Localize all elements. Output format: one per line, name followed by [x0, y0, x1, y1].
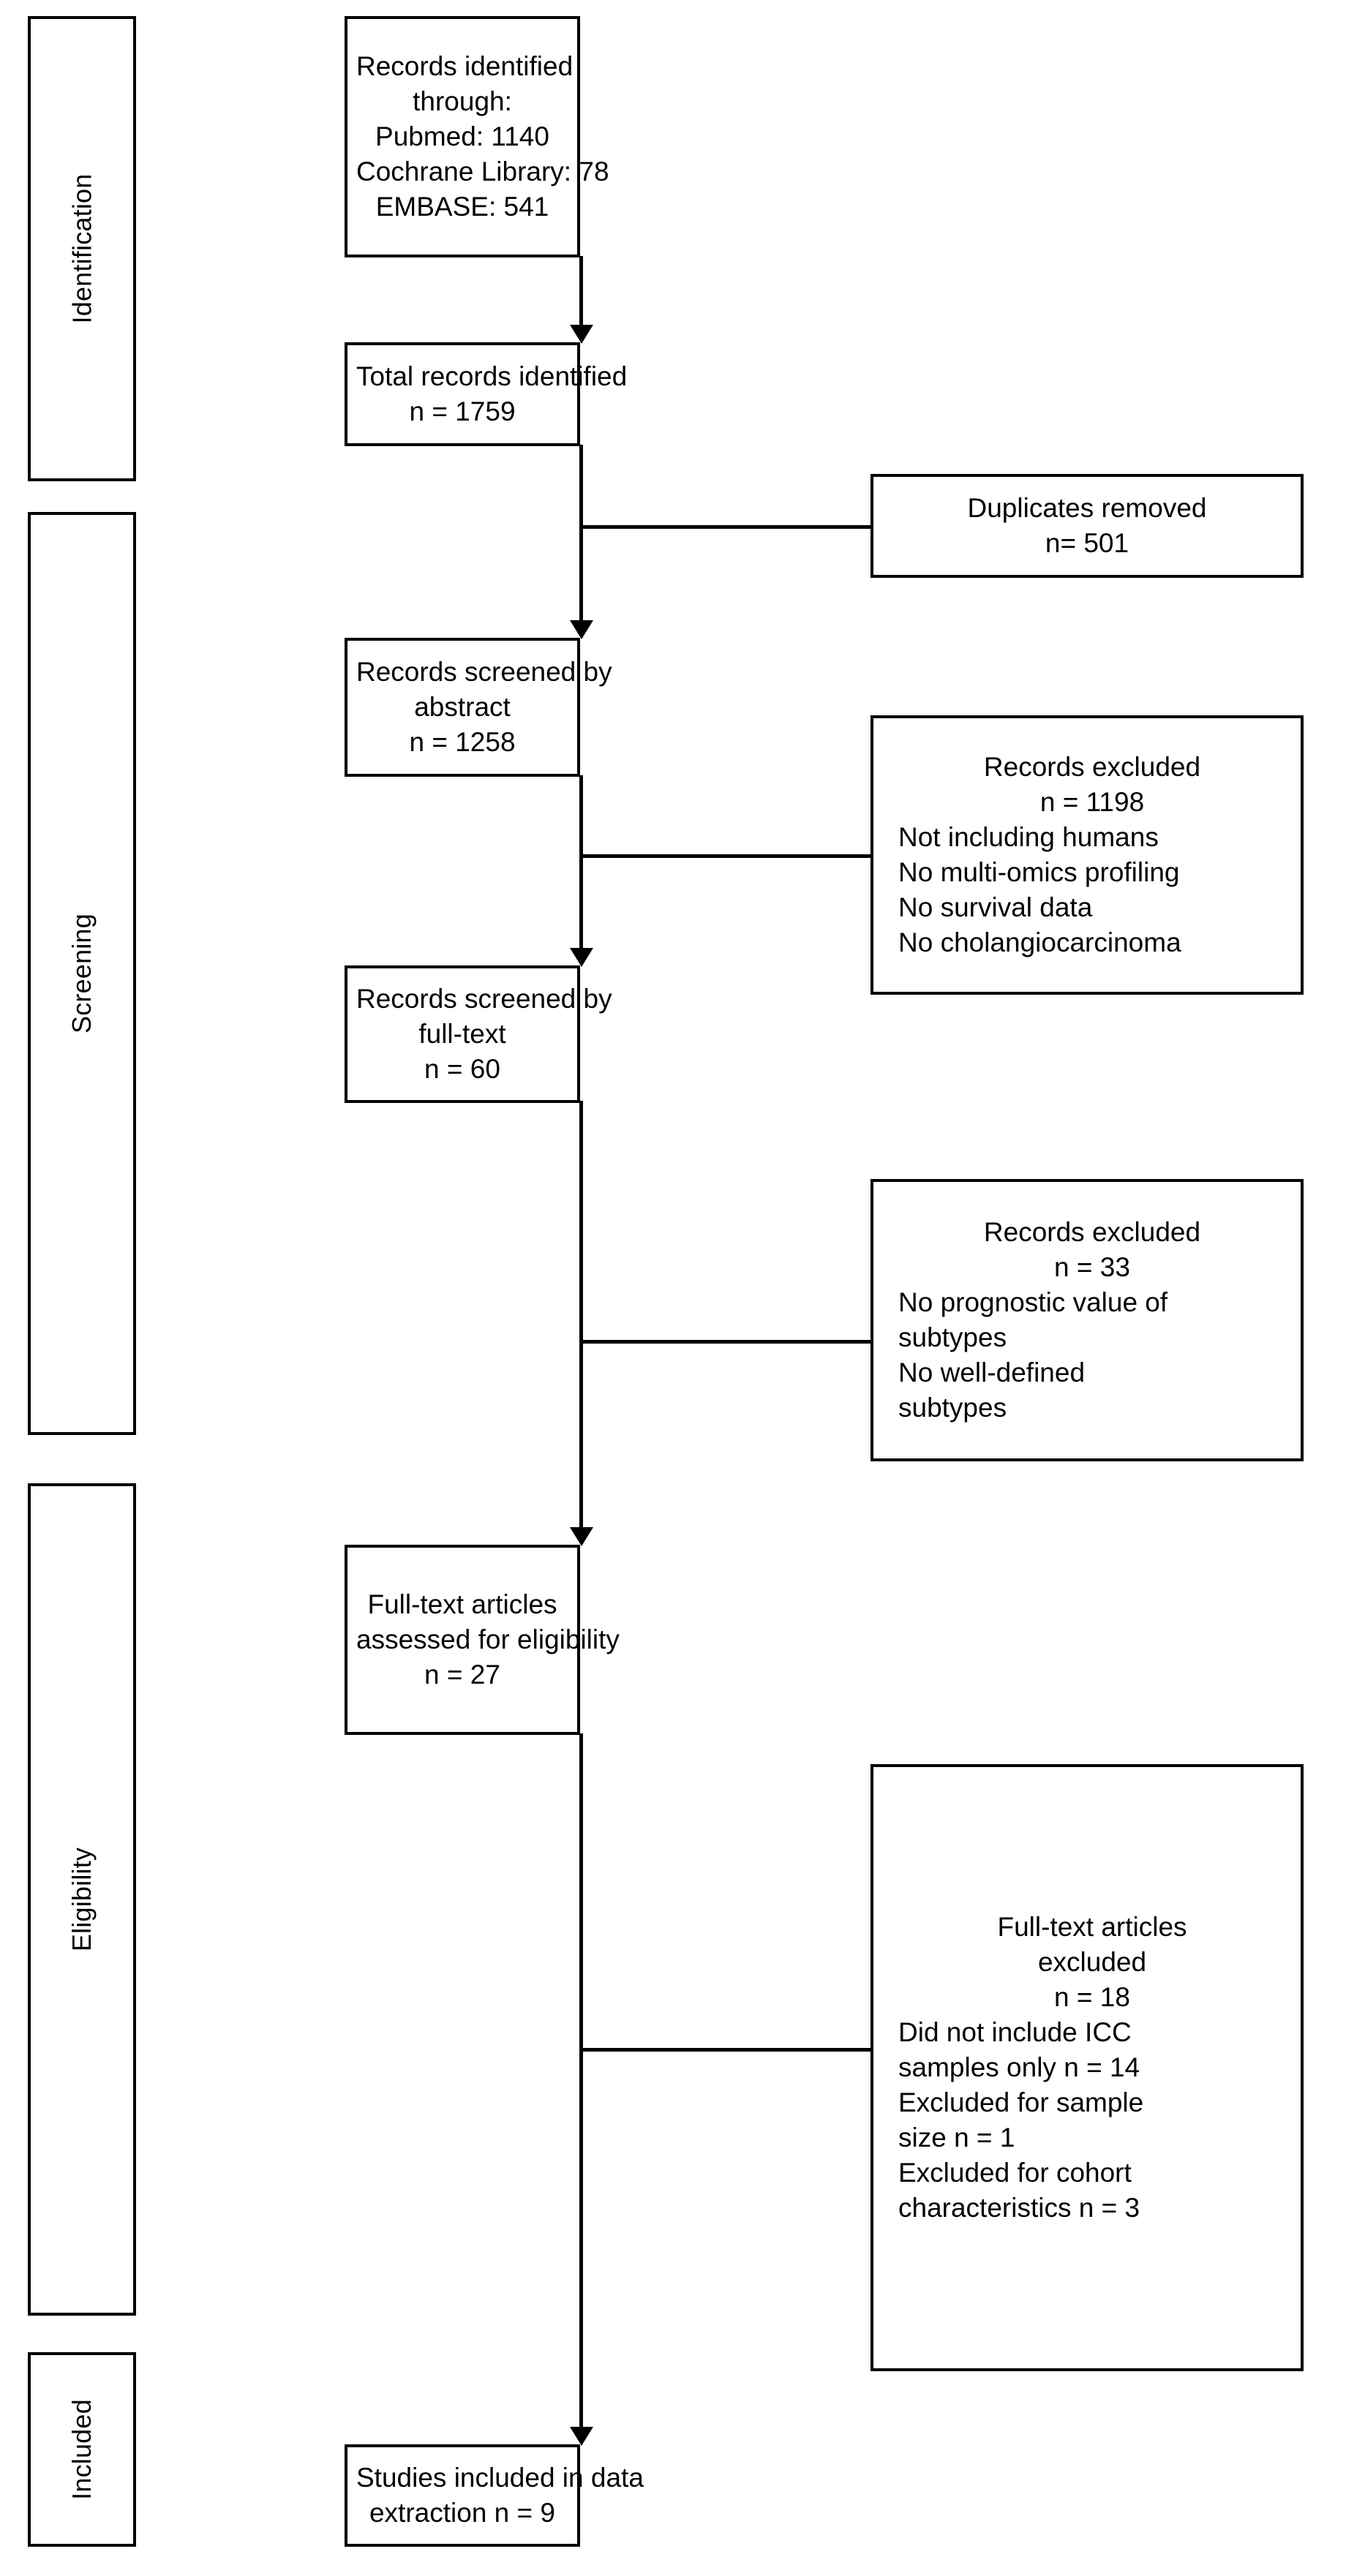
connector-abstract-to-excluded: [579, 854, 947, 858]
box-excluded-fulltext-screen: Records excluded n = 33 No prognostic va…: [870, 1179, 1304, 1461]
line: Full-text articles: [367, 1589, 557, 1619]
box-duplicates-removed: Duplicates removed n= 501: [870, 474, 1304, 578]
box-studies-included: Studies included in data extraction n = …: [345, 2444, 644, 2547]
line: Duplicates removed: [967, 492, 1207, 523]
stage-eligibility: Eligibility: [28, 1483, 136, 2316]
line: n = 1759: [409, 396, 516, 426]
box-total-records-lines: Total records identified n = 1759: [356, 359, 628, 429]
arrow-identified-to-total: [570, 325, 593, 344]
box-records-identified: Records identified through: Pubmed: 1140…: [345, 16, 609, 257]
line: Excluded for sample: [898, 2087, 1144, 2118]
line: No multi-omics profiling: [898, 857, 1180, 887]
line: Records screened by: [356, 983, 612, 1014]
box-screened-abstract: Records screened by abstract n = 1258: [345, 638, 612, 777]
line: subtypes: [898, 1322, 1007, 1352]
box-studies-included-lines: Studies included in data extraction n = …: [356, 2460, 644, 2531]
stage-included-label: Included: [67, 2399, 97, 2500]
box-duplicates-removed-lines: Duplicates removed n= 501: [882, 491, 1292, 561]
line: Total records identified: [356, 361, 628, 391]
arrow-total-to-abstract: [570, 620, 593, 639]
box-excluded-eligibility: Full-text articles excluded n = 18 Did n…: [870, 1764, 1304, 2371]
line: Studies included in data: [356, 2462, 644, 2493]
connector-fulltext-to-eligibility: [579, 1101, 583, 1535]
box-total-records: Total records identified n = 1759: [345, 342, 628, 446]
stage-screening-label: Screening: [67, 914, 97, 1033]
line: samples only n = 14: [898, 2052, 1140, 2082]
arrow-eligibility-to-included: [570, 2427, 593, 2446]
stage-eligibility-label: Eligibility: [67, 1847, 97, 1952]
line: Not including humans: [898, 821, 1159, 852]
line: Did not include ICC: [898, 2016, 1132, 2047]
line: size n = 1: [898, 2123, 1015, 2153]
line: Full-text articles: [997, 1911, 1187, 1942]
line: EMBASE: 541: [375, 192, 549, 222]
box-excluded-eligibility-lines: Full-text articles excluded n = 18 Did n…: [898, 1910, 1286, 2226]
line: n = 33: [1054, 1251, 1130, 1282]
line: extraction n = 9: [369, 2498, 555, 2528]
line: n = 18: [1054, 1981, 1130, 2012]
line: No survival data: [898, 892, 1093, 923]
box-excluded-abstract-lines: Records excluded n = 1198 Not including …: [898, 750, 1286, 961]
connector-total-to-abstract: [579, 445, 583, 628]
line: Cochrane Library: 78: [356, 157, 609, 187]
line: Records identified: [356, 50, 574, 81]
line: Excluded for cohort: [898, 2158, 1132, 2188]
line: n = 1258: [409, 727, 516, 758]
connector-fulltext-to-excluded: [579, 1340, 947, 1344]
box-assessed-eligibility: Full-text articles assessed for eligibil…: [345, 1545, 620, 1735]
stage-included: Included: [28, 2352, 136, 2547]
line: characteristics n = 3: [898, 2193, 1140, 2223]
stage-identification-label: Identification: [67, 173, 97, 324]
line: No prognostic value of: [898, 1287, 1168, 1317]
box-excluded-abstract: Records excluded n = 1198 Not including …: [870, 715, 1304, 995]
arrow-fulltext-to-eligibility: [570, 1527, 593, 1546]
box-assessed-eligibility-lines: Full-text articles assessed for eligibil…: [356, 1587, 620, 1692]
line: Pubmed: 1140: [375, 121, 549, 151]
line: assessed for eligibility: [356, 1624, 620, 1654]
line: Records excluded: [983, 1216, 1201, 1247]
line: n = 1198: [1039, 786, 1145, 817]
connector-eligibility-to-included: [579, 1733, 583, 2436]
line: subtypes: [898, 1393, 1007, 1423]
stage-identification: Identification: [28, 16, 136, 481]
connector-eligibility-to-excluded: [579, 2048, 947, 2052]
connector-identified-to-total: [579, 256, 583, 331]
line: n = 27: [424, 1660, 500, 1690]
line: full-text: [418, 1018, 506, 1049]
box-screened-abstract-lines: Records screened by abstract n = 1258: [356, 655, 612, 760]
line: excluded: [1037, 1946, 1147, 1977]
line: abstract: [414, 691, 511, 722]
line: No well-defined: [898, 1357, 1086, 1388]
line: through:: [413, 86, 512, 116]
box-excluded-fulltext-screen-lines: Records excluded n = 33 No prognostic va…: [898, 1215, 1286, 1426]
line: Records excluded: [983, 751, 1201, 782]
stage-screening: Screening: [28, 512, 136, 1435]
line: No cholangiocarcinoma: [898, 927, 1181, 958]
box-records-identified-lines: Records identified through: Pubmed: 1140…: [356, 49, 609, 225]
connector-total-to-duplicates: [579, 525, 947, 529]
arrow-abstract-to-fulltext: [570, 948, 593, 967]
connector-abstract-to-fulltext: [579, 775, 583, 955]
line: Records screened by: [356, 656, 612, 687]
box-screened-fulltext-lines: Records screened by full-text n = 60: [356, 982, 612, 1087]
box-screened-fulltext: Records screened by full-text n = 60: [345, 965, 612, 1103]
line: n = 60: [424, 1054, 500, 1085]
line: n= 501: [1045, 528, 1129, 558]
